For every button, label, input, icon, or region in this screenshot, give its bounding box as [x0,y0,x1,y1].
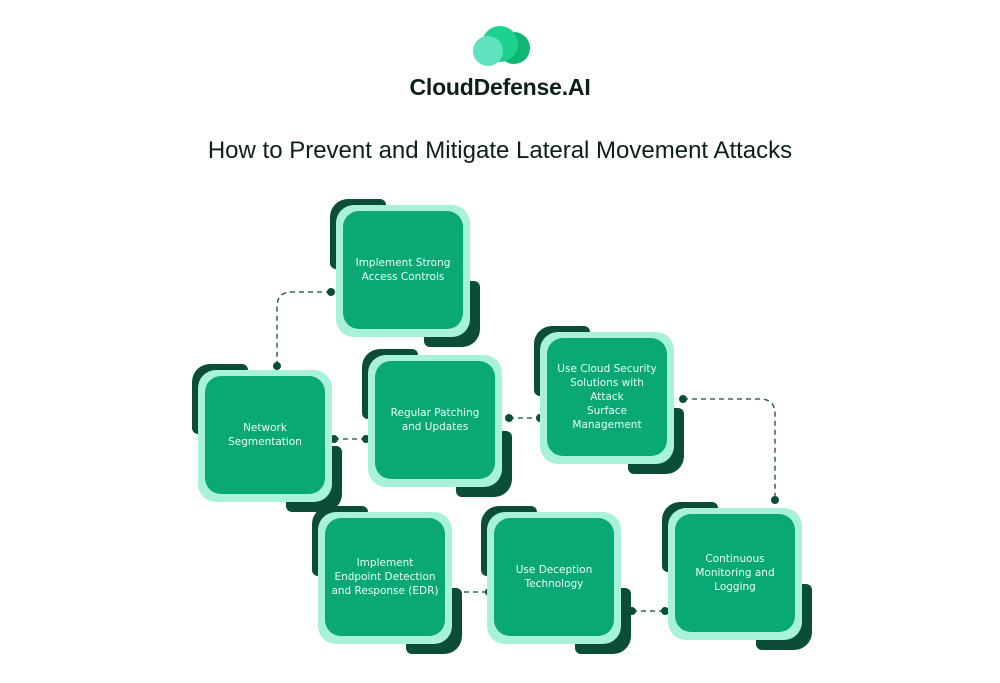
step-label: Network Segmentation [228,422,302,448]
step-network-segmentation: Network Segmentation [192,364,342,512]
step-label: Regular Patching and Updates [390,407,480,433]
step-label: Implement Strong Access Controls [355,257,451,283]
step-deception: Use Deception Technology [481,506,631,654]
step-label: Continuous Monitoring and Logging [695,553,775,593]
step-continuous-monitoring: Continuous Monitoring and Logging [662,502,812,650]
connector-access-to-network [276,291,331,366]
step-edr: Implement Endpoint Detection and Respons… [312,506,462,654]
step-label: Implement Endpoint Detection and Respons… [331,557,439,597]
page-title: How to Prevent and Mitigate Lateral Move… [207,137,793,164]
connector-dot [679,395,687,403]
step-label: Use Deception Technology [515,564,593,590]
connector-dot [273,362,281,370]
step-access-controls: Implement Strong Access Controls [330,199,480,347]
step-cloud-security: Use Cloud Security Solutions with Attack… [534,326,684,474]
connector-cloud-to-monitoring [683,398,776,500]
brand-name: CloudDefense.AI [409,74,591,100]
cloud-logo-icon [473,26,530,66]
connector-dot [771,496,779,504]
connector-dot [330,435,338,443]
connector-dot [505,414,513,422]
connector-dot [327,288,335,296]
step-regular-patching: Regular Patching and Updates [362,349,512,497]
connector-dot [661,607,669,615]
step-label: Use Cloud Security Solutions with Attack… [557,363,657,431]
